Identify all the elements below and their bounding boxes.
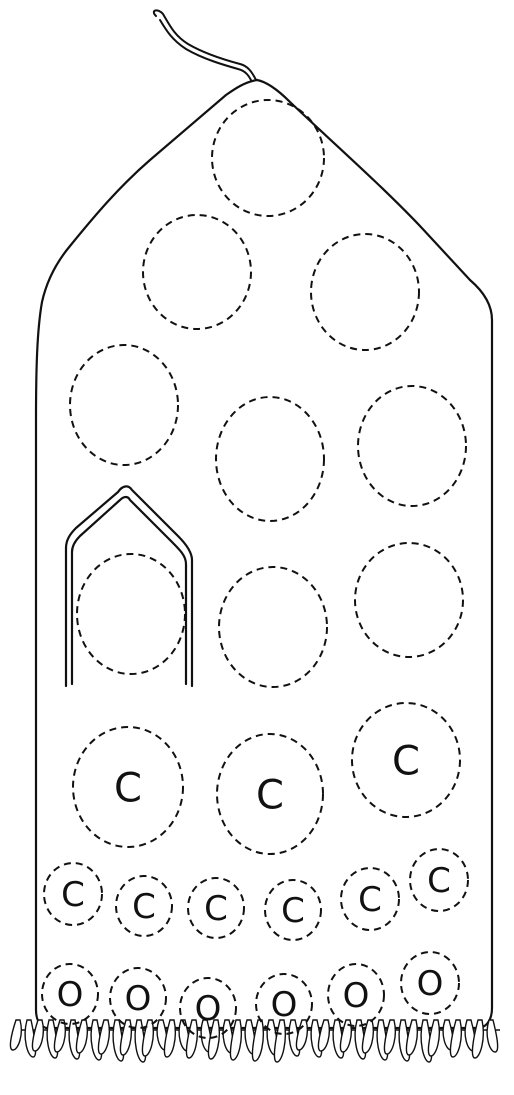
spot-letter: C	[392, 738, 420, 784]
spot-letter: O	[343, 976, 370, 1016]
spot-letter: O	[271, 985, 298, 1025]
spot-letter: C	[358, 880, 382, 920]
spot-letter: O	[417, 964, 444, 1004]
spot-letter: C	[61, 875, 85, 915]
spot-letter: O	[195, 989, 222, 1029]
fringe-loop	[32, 1020, 43, 1051]
fringe-loop	[10, 1020, 21, 1050]
spot-letter: O	[57, 975, 84, 1015]
hanging-cord	[154, 10, 256, 82]
spot-letter: C	[114, 765, 142, 811]
spot-letter: C	[132, 887, 156, 927]
spot-letter: O	[125, 979, 152, 1019]
spot-letter: C	[204, 889, 228, 929]
fringe-loop	[487, 1020, 498, 1052]
spot-letter: C	[256, 772, 284, 818]
spot-letter: C	[427, 861, 451, 901]
spot-letter: C	[281, 891, 305, 931]
